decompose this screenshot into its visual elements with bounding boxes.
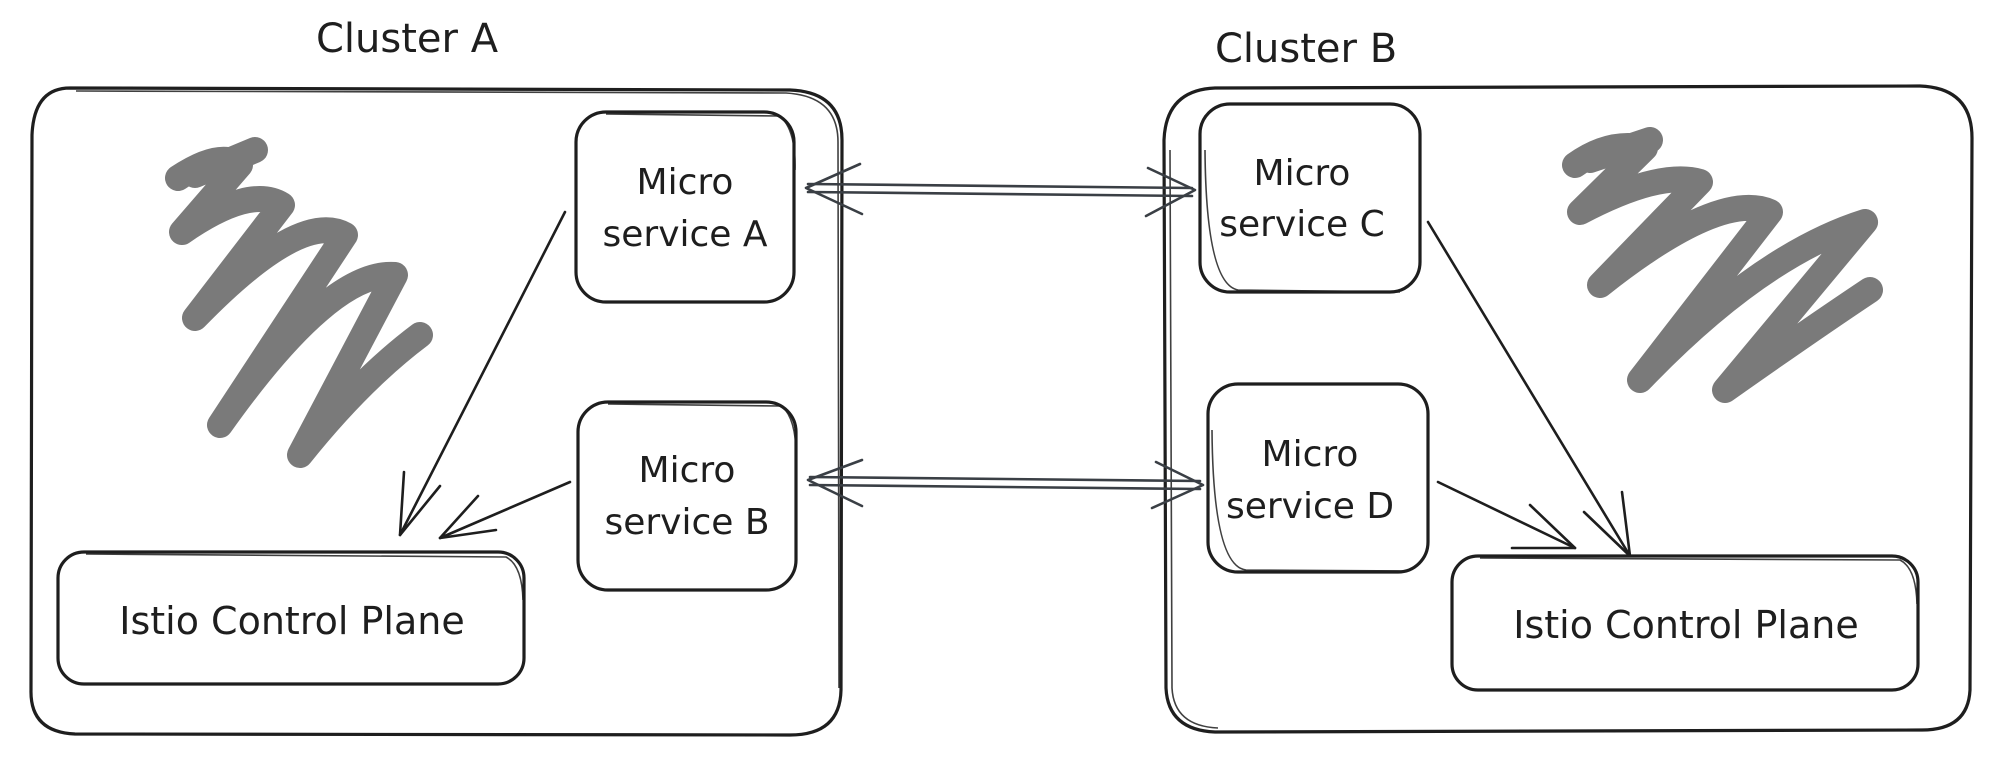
cluster-b-scribble: [1562, 127, 1883, 403]
microservice-d-box: [1206, 382, 1430, 574]
istio-control-plane-a: Istio Control Plane: [56, 550, 526, 686]
microservice-b-box-echo: [607, 403, 797, 461]
istio-control-plane-a-label: Istio Control Plane: [119, 599, 464, 643]
microservice-a-label-line2: service A: [602, 214, 767, 255]
istio-control-plane-b: Istio Control Plane: [1450, 554, 1920, 692]
microservice-b: Micro service B: [576, 400, 798, 592]
arrow-service-c-to-plane-b: [1426, 220, 1632, 558]
arrow-service-a-to-plane-a: [398, 210, 567, 537]
microservice-d: Micro service D: [1206, 382, 1430, 574]
cluster-a-frame-echo: [75, 90, 840, 689]
microservice-a-box: [574, 110, 796, 304]
istio-control-plane-b-box: [1450, 554, 1920, 692]
cluster-a: Cluster A Micro service A Micro service …: [29, 16, 844, 737]
arrow-service-b-to-plane-a: [438, 480, 572, 540]
microservice-d-box-echo: [1211, 429, 1409, 572]
microservice-a: Micro service A: [574, 110, 796, 304]
microservice-a-box-echo: [605, 113, 796, 171]
microservice-c-label-line1: Micro: [1254, 153, 1351, 194]
microservice-a-label-line1: Micro: [637, 162, 734, 203]
cluster-b: Cluster B Micro service C Micro service …: [1162, 26, 1974, 734]
microservice-b-label-line2: service B: [604, 502, 769, 543]
istio-control-plane-b-label: Istio Control Plane: [1513, 603, 1858, 647]
istio-control-plane-b-box-echo: [1479, 557, 1918, 605]
arrow-service-d-to-plane-b: [1436, 480, 1577, 550]
microservice-c-box: [1198, 102, 1422, 294]
istio-control-plane-a-box: [56, 550, 526, 686]
cluster-a-scribble: [165, 137, 433, 468]
microservice-b-box: [576, 400, 798, 592]
cluster-b-frame-echo: [1169, 149, 1219, 729]
link-service-b-to-service-d: [806, 458, 1205, 510]
microservice-d-label-line1: Micro: [1262, 434, 1359, 475]
cluster-b-title: Cluster B: [1215, 26, 1397, 72]
microservice-b-label-line1: Micro: [639, 450, 736, 491]
microservice-c-label-line2: service C: [1219, 204, 1385, 245]
link-service-a-to-service-c: [804, 162, 1197, 218]
microservice-c: Micro service C: [1198, 102, 1422, 294]
cluster-a-title: Cluster A: [316, 16, 499, 62]
microservice-d-label-line2: service D: [1226, 486, 1394, 527]
istio-control-plane-a-box-echo: [85, 553, 524, 601]
microservice-c-box-echo: [1204, 149, 1401, 293]
